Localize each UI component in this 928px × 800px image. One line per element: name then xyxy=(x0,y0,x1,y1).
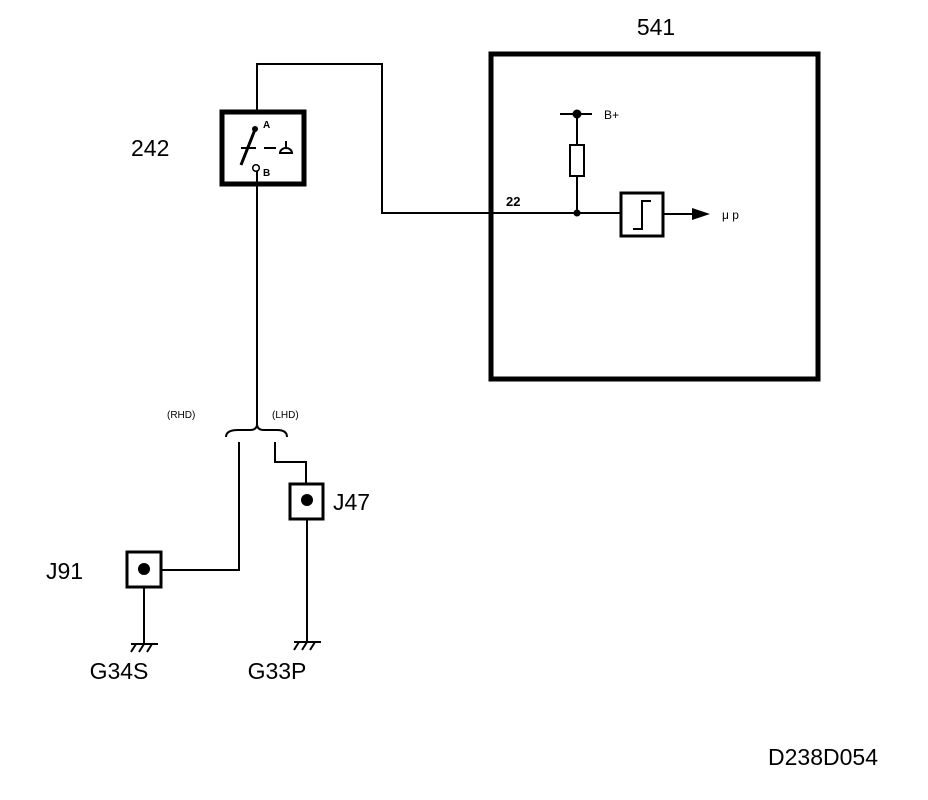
rhd-label: (RHD) xyxy=(167,410,195,421)
ground-g33p-tick-1 xyxy=(293,641,300,651)
connector-j91-label: J91 xyxy=(46,558,83,584)
switch-242-label: 242 xyxy=(131,135,169,161)
ecu-541: 541 B+ 22 μ p xyxy=(488,14,821,382)
ground-g34s: G34S xyxy=(90,643,158,684)
ground-g33p: G33P xyxy=(248,641,321,684)
connector-j47-label: J47 xyxy=(333,489,370,515)
ground-g33p-tick-2 xyxy=(301,641,308,651)
terminal-b-label: B xyxy=(263,168,270,179)
actuator-icon xyxy=(278,147,294,154)
ground-g34s-label: G34S xyxy=(90,658,149,684)
wire-switch-to-ecu xyxy=(256,63,577,214)
pull-up-resistor xyxy=(569,144,585,177)
switch-242: 242 A B xyxy=(131,109,307,187)
ecu-541-outline xyxy=(488,51,821,382)
b-plus-label: B+ xyxy=(604,108,619,122)
microprocessor-label: μ p xyxy=(722,208,739,222)
connector-j91-pin xyxy=(138,563,150,575)
lhd-label: (LHD) xyxy=(272,410,299,421)
pin-22-label: 22 xyxy=(506,194,520,209)
wire-rhd-branch xyxy=(162,442,240,571)
ecu-541-label: 541 xyxy=(637,14,675,40)
connector-j47: J47 xyxy=(288,482,370,521)
switch-contact-blade xyxy=(239,126,258,166)
drawing-number: D238D054 xyxy=(768,744,878,770)
wire-lhd-branch xyxy=(274,442,307,484)
output-arrow-icon xyxy=(692,208,710,220)
ground-g34s-tick-2 xyxy=(138,643,145,653)
terminal-a-label: A xyxy=(263,120,270,131)
schmitt-trigger-symbol xyxy=(633,200,651,230)
terminal-b-node xyxy=(251,163,261,173)
ground-g33p-label: G33P xyxy=(248,658,307,684)
ground-g34s-tick-3 xyxy=(146,643,153,653)
ground-g33p-tick-3 xyxy=(309,641,316,651)
ground-g34s-tick-1 xyxy=(130,643,137,653)
variant-brace xyxy=(225,423,288,438)
connector-j47-pin xyxy=(301,494,313,506)
connector-j91: J91 xyxy=(46,550,163,589)
switch-242-outline xyxy=(219,109,307,187)
